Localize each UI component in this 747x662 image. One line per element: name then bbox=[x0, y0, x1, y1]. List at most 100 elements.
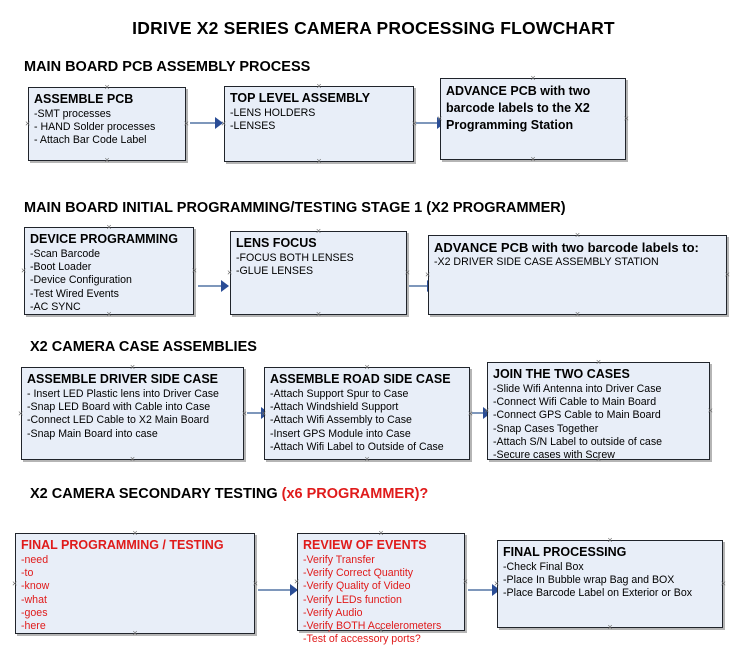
node-assemble-road-side-case[interactable]: ASSEMBLE ROAD SIDE CASE -Attach Support … bbox=[261, 363, 473, 464]
node-device-programming[interactable]: DEVICE PROGRAMMING -Scan Barcode -Boot L… bbox=[21, 223, 197, 319]
section-heading-accent: (x6 PROGRAMMER)? bbox=[281, 486, 429, 502]
section-heading-x2-camera-secondary-testing: X2 CAMERA SECONDARY TESTING (x6 PROGRAMM… bbox=[30, 486, 428, 502]
node-item: -Secure cases with Screw bbox=[493, 449, 615, 462]
node-item: -Test Wired Events bbox=[30, 287, 119, 300]
connector-handle-right-icon[interactable]: × bbox=[404, 267, 410, 278]
connector-handle-top-icon[interactable]: × bbox=[104, 82, 110, 92]
connector-handle-left-icon[interactable]: × bbox=[18, 408, 24, 418]
node-join-the-two-cases[interactable]: JOIN THE TWO CASES -Slide Wifi Antenna i… bbox=[484, 358, 713, 464]
connector-handle-right-icon[interactable]: × bbox=[623, 113, 629, 124]
node-header: ASSEMBLE ROAD SIDE CASE bbox=[270, 372, 451, 386]
node-item: -X2 DRIVER SIDE CASE ASSEMBLY STATION bbox=[434, 256, 659, 268]
connector-final-programming-to-review-of-events bbox=[258, 584, 298, 596]
connector-handle-top-icon[interactable]: × bbox=[595, 357, 602, 367]
node-item: -Slide Wifi Antenna into Driver Case bbox=[493, 383, 662, 395]
connector-handle-bottom-icon[interactable]: × bbox=[607, 622, 613, 632]
node-item: - HAND Solder processes bbox=[34, 121, 156, 134]
node-item: -LENS HOLDERS bbox=[230, 107, 316, 119]
node-item: -Snap Cases Together bbox=[493, 422, 599, 435]
connector-handle-bottom-icon[interactable]: × bbox=[129, 454, 136, 464]
node-header: REVIEW OF EVENTS bbox=[303, 538, 427, 552]
node-header: ADVANCE PCB with two barcode labels to: bbox=[434, 240, 699, 255]
node-item: -Attach Wifi Assembly to Case bbox=[270, 414, 412, 427]
connector-line bbox=[258, 589, 297, 591]
node-item: -here bbox=[21, 620, 46, 633]
node-item: -Attach Support Spur to Case bbox=[270, 388, 409, 400]
connector-handle-top-icon[interactable]: × bbox=[607, 535, 613, 545]
connector-handle-top-icon[interactable]: × bbox=[530, 73, 536, 83]
node-item: -need bbox=[21, 554, 49, 566]
node-item: -Verify Correct Quantity bbox=[303, 567, 414, 580]
node-item: -Verify Quality of Video bbox=[303, 580, 411, 593]
node-final-processing[interactable]: FINAL PROCESSING -Check Final Box -Place… bbox=[494, 536, 726, 632]
node-item: -Attach S/N Label to outside of case bbox=[493, 435, 663, 448]
node-item: -goes bbox=[21, 606, 48, 619]
node-top-level-assembly[interactable]: TOP LEVEL ASSEMBLY -LENS HOLDERS -LENSES… bbox=[221, 82, 417, 166]
connector-handle-right-icon[interactable]: × bbox=[720, 578, 726, 589]
connector-assemble-pcb-to-top-level-assembly bbox=[190, 117, 223, 129]
page-title: IDRIVE X2 SERIES CAMERA PROCESSING FLOWC… bbox=[132, 18, 615, 38]
node-item: -Place In Bubble wrap Bag and BOX bbox=[503, 574, 675, 587]
node-item: -know bbox=[21, 580, 50, 593]
connector-line bbox=[190, 122, 222, 124]
connector-handle-left-icon[interactable]: × bbox=[12, 578, 18, 588]
connector-line bbox=[468, 589, 499, 591]
node-review-of-events[interactable]: REVIEW OF EVENTS -Verify Transfer -Verif… bbox=[294, 529, 468, 646]
connector-handle-right-icon[interactable]: × bbox=[707, 405, 713, 416]
connector-handle-bottom-icon[interactable]: × bbox=[574, 309, 581, 319]
node-header: FINAL PROGRAMMING / TESTING bbox=[21, 538, 224, 552]
connector-handle-bottom-icon[interactable]: × bbox=[530, 154, 536, 164]
node-item: -Connect LED Cable to X2 Main Board bbox=[27, 414, 209, 427]
node-item: -to bbox=[21, 567, 34, 580]
connector-handle-right-icon[interactable]: × bbox=[183, 118, 189, 129]
connector-handle-bottom-icon[interactable]: × bbox=[104, 155, 110, 165]
connector-handle-right-icon[interactable]: × bbox=[724, 269, 730, 280]
node-item: - Insert LED Plastic lens into Driver Ca… bbox=[27, 388, 219, 400]
node-item: -Place Barcode Label on Exterior or Box bbox=[503, 587, 693, 600]
node-item: -Attach Windshield Support bbox=[270, 401, 399, 414]
node-advance-pcb-x2-programming-station[interactable]: ADVANCE PCB with two barcode labels to t… bbox=[437, 74, 629, 164]
connector-line bbox=[198, 285, 228, 287]
connector-handle-top-icon[interactable]: × bbox=[378, 528, 384, 538]
connector-line bbox=[409, 285, 434, 287]
connector-handle-bottom-icon[interactable]: × bbox=[364, 454, 370, 464]
connector-handle-top-icon[interactable]: × bbox=[316, 81, 322, 91]
connector-handle-bottom-icon[interactable]: × bbox=[315, 309, 322, 319]
node-item: -AC SYNC bbox=[30, 300, 81, 313]
connector-review-of-events-to-final-processing bbox=[468, 584, 500, 596]
node-item: -Attach Wifi Label to Outside of Case bbox=[270, 440, 444, 453]
connector-device-programming-to-lens-focus bbox=[198, 280, 229, 292]
node-lens-focus[interactable]: LENS FOCUS -FOCUS BOTH LENSES -GLUE LENS… bbox=[227, 227, 410, 319]
connector-line bbox=[247, 412, 268, 414]
arrow-head-icon bbox=[215, 117, 223, 129]
node-item: -Snap LED Board with Cable into Case bbox=[27, 401, 211, 414]
node-item: -Verify Audio bbox=[303, 606, 363, 619]
node-header: ASSEMBLE DRIVER SIDE CASE bbox=[27, 372, 219, 386]
connector-handle-top-icon[interactable]: × bbox=[574, 230, 581, 240]
connector-handle-top-icon[interactable]: × bbox=[106, 222, 112, 232]
node-assemble-pcb[interactable]: ASSEMBLE PCB -SMT processes - HAND Solde… bbox=[25, 83, 189, 165]
arrow-head-icon bbox=[492, 584, 500, 596]
node-item: -Insert GPS Module into Case bbox=[270, 427, 411, 440]
connector-handle-top-icon[interactable]: × bbox=[132, 528, 138, 538]
node-item: -what bbox=[21, 593, 47, 606]
connector-handle-right-icon[interactable]: × bbox=[191, 265, 197, 276]
node-final-programming-testing[interactable]: FINAL PROGRAMMING / TESTING -need -to -k… bbox=[12, 529, 258, 638]
node-item: -Connect Wifi Cable to Main Board bbox=[493, 396, 657, 409]
connector-line bbox=[472, 412, 490, 414]
connector-handle-top-icon[interactable]: × bbox=[315, 226, 322, 236]
connector-handle-bottom-icon[interactable]: × bbox=[316, 156, 322, 166]
node-item: - Attach Bar Code Label bbox=[34, 134, 147, 147]
connector-handle-top-icon[interactable]: × bbox=[364, 362, 370, 372]
connector-handle-top-icon[interactable]: × bbox=[129, 362, 136, 372]
node-header: TOP LEVEL ASSEMBLY bbox=[230, 91, 371, 105]
node-item: -Snap Main Board into case bbox=[27, 427, 158, 440]
section-heading-main-board-pcb-assembly: MAIN BOARD PCB ASSEMBLY PROCESS bbox=[24, 59, 311, 75]
node-assemble-driver-side-case[interactable]: ASSEMBLE DRIVER SIDE CASE - Insert LED P… bbox=[18, 363, 247, 464]
connector-handle-left-icon[interactable]: × bbox=[425, 269, 431, 280]
node-item: -Device Configuration bbox=[30, 274, 132, 287]
node-advance-pcb-driver-side-case[interactable]: ADVANCE PCB with two barcode labels to: … bbox=[425, 231, 730, 319]
connector-handle-left-icon[interactable]: × bbox=[25, 118, 31, 129]
connector-handle-left-icon[interactable]: × bbox=[21, 265, 27, 276]
connector-handle-left-icon[interactable]: × bbox=[227, 267, 233, 278]
